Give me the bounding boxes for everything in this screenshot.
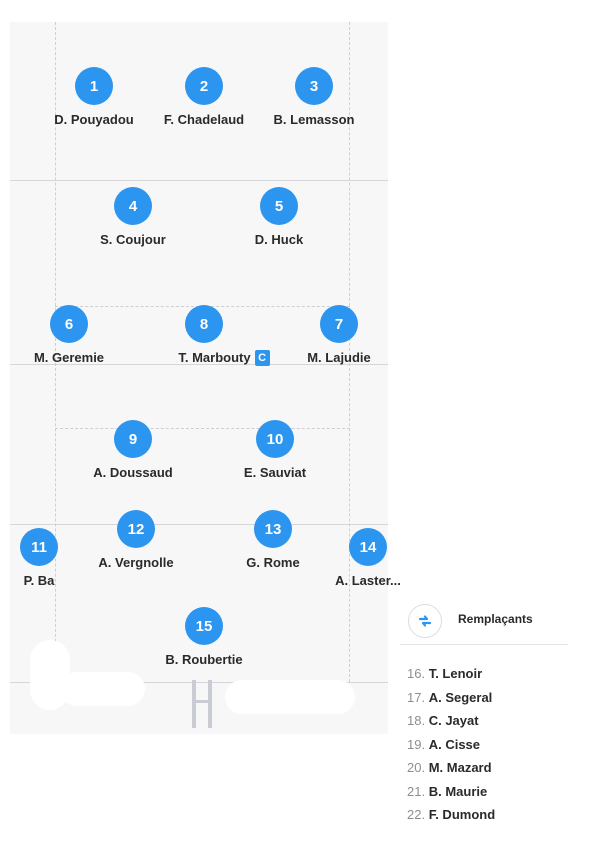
player-number: 2: [185, 67, 223, 105]
list-item[interactable]: 18. C. Jayat: [407, 713, 495, 737]
pitch-line: [10, 180, 388, 181]
player-name: F. Chadelaud: [163, 112, 245, 127]
pitch-cutout: [60, 672, 145, 706]
substitute-number: 21.: [407, 783, 426, 799]
player-number: 5: [260, 187, 298, 225]
substitute-number: 16.: [407, 666, 426, 681]
goal-post-icon: [188, 680, 216, 728]
substitute-number: 17.: [407, 689, 426, 705]
list-item[interactable]: 21. B. Maurie: [407, 784, 495, 808]
list-item[interactable]: 20. M. Mazard: [407, 760, 495, 784]
substitute-name: A. Cisse: [428, 736, 481, 752]
substitute-number: 18.: [407, 713, 426, 728]
substitute-number: 20.: [407, 760, 426, 775]
substitute-number: 22.: [407, 807, 426, 822]
player-name: P. Ba: [23, 573, 55, 588]
player-number: 9: [114, 420, 152, 458]
player-number: 8: [185, 305, 223, 343]
substitute-name: F. Dumond: [428, 807, 496, 822]
player-name: D. Huck: [254, 232, 304, 247]
substitutes-title: Remplaçants: [458, 612, 533, 626]
pitch-line: [10, 682, 388, 683]
player-name: B. Lemasson: [273, 112, 355, 127]
player-number: 12: [117, 510, 155, 548]
player-name: B. Roubertie: [165, 652, 243, 667]
player-name: A. Doussaud: [93, 465, 173, 480]
player-name: M. Geremie: [33, 350, 105, 365]
player-number: 3: [295, 67, 333, 105]
pitch-cutout: [225, 680, 355, 714]
player-name: A. Vergnolle: [98, 555, 174, 570]
pitch-line: [10, 524, 388, 525]
list-item[interactable]: 22. F. Dumond: [407, 807, 495, 831]
pitch-line: [10, 364, 388, 365]
player-number: 13: [254, 510, 292, 548]
captain-badge: C: [254, 350, 270, 366]
substitute-name: A. Segeral: [428, 689, 493, 705]
player-number: 10: [256, 420, 294, 458]
player-number: 1: [75, 67, 113, 105]
player-number: 7: [320, 305, 358, 343]
substitute-name: C. Jayat: [428, 713, 479, 728]
substitute-name: M. Mazard: [428, 760, 492, 775]
substitutes-list: 16. T. Lenoir 17. A. Segeral 18. C. Jaya…: [407, 666, 495, 831]
list-item[interactable]: 16. T. Lenoir: [407, 666, 495, 690]
player-number: 6: [50, 305, 88, 343]
substitute-name: B. Maurie: [428, 783, 488, 799]
pitch-dashed-line: [55, 22, 56, 682]
swap-icon[interactable]: [408, 604, 442, 638]
player-number: 4: [114, 187, 152, 225]
list-item[interactable]: 19. A. Cisse: [407, 737, 495, 761]
pitch-dashed-line: [55, 428, 350, 429]
divider: [400, 644, 568, 645]
list-item[interactable]: 17. A. Segeral: [407, 690, 495, 714]
player-number: 15: [185, 607, 223, 645]
player-name: D. Pouyadou: [54, 112, 134, 127]
substitute-number: 19.: [407, 736, 426, 752]
player-name: E. Sauviat: [243, 465, 307, 480]
player-name: M. Lajudie: [307, 350, 371, 365]
player-name: S. Coujour: [100, 232, 166, 247]
substitute-name: T. Lenoir: [428, 666, 483, 681]
player-name: G. Rome: [246, 555, 300, 570]
player-number: 11: [20, 528, 58, 566]
player-number: 14: [349, 528, 387, 566]
player-name: A. Laster...: [335, 573, 401, 588]
pitch-dashed-line: [349, 22, 350, 682]
player-name: T. Marbouty: [178, 350, 251, 365]
